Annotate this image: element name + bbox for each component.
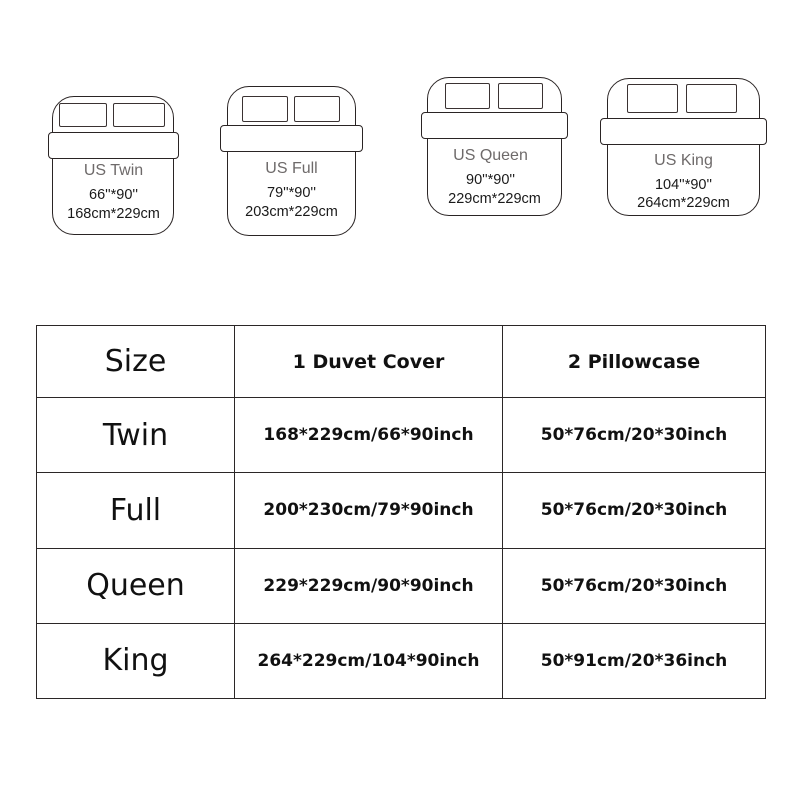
bed-diagram-queen: US Queen 90''*90'' 229cm*229cm bbox=[421, 77, 568, 216]
bed-diagram-full: US Full 79''*90'' 203cm*229cm bbox=[220, 86, 363, 236]
pillow-left bbox=[445, 83, 490, 109]
pillow-right bbox=[113, 103, 165, 127]
pillow-left bbox=[242, 96, 288, 122]
bed-diagram-king: US King 104''*90'' 264cm*229cm bbox=[600, 78, 767, 216]
table-row: Queen 229*229cm/90*90inch 50*76cm/20*30i… bbox=[36, 547, 766, 624]
row-pillowcase: 50*76cm/20*30inch bbox=[502, 397, 766, 474]
pillow-right bbox=[498, 83, 543, 109]
size-chart-table: Size 1 Duvet Cover 2 Pillowcase Twin 168… bbox=[36, 324, 766, 700]
row-size: King bbox=[36, 622, 235, 700]
bed-size-cm: 168cm*229cm bbox=[67, 206, 160, 222]
row-pillowcase: 50*76cm/20*30inch bbox=[502, 547, 766, 624]
bed-size-cm: 203cm*229cm bbox=[245, 204, 338, 220]
pillow-right bbox=[686, 84, 737, 113]
table-row: Twin 168*229cm/66*90inch 50*76cm/20*30in… bbox=[36, 397, 766, 474]
row-duvet: 229*229cm/90*90inch bbox=[234, 547, 503, 624]
row-duvet: 200*230cm/79*90inch bbox=[234, 472, 503, 549]
pillow-right bbox=[294, 96, 340, 122]
header-pillowcase: 2 Pillowcase bbox=[502, 324, 766, 399]
bed-size-inches: 79''*90'' bbox=[267, 185, 316, 201]
table-header-row: Size 1 Duvet Cover 2 Pillowcase bbox=[36, 324, 766, 399]
row-pillowcase: 50*76cm/20*30inch bbox=[502, 472, 766, 549]
duvet-fold bbox=[48, 132, 179, 159]
row-duvet: 264*229cm/104*90inch bbox=[234, 622, 503, 700]
row-duvet: 168*229cm/66*90inch bbox=[234, 397, 503, 474]
bed-size-inches: 90''*90'' bbox=[466, 172, 515, 188]
table-row: King 264*229cm/104*90inch 50*91cm/20*36i… bbox=[36, 622, 766, 700]
row-size: Queen bbox=[36, 547, 235, 624]
bed-size-cm: 229cm*229cm bbox=[448, 191, 541, 207]
duvet-fold bbox=[421, 112, 568, 139]
bed-size-name: US King bbox=[654, 152, 713, 169]
bed-diagram-twin: US Twin 66''*90'' 168cm*229cm bbox=[48, 96, 179, 235]
bed-size-inches: 66''*90'' bbox=[89, 187, 138, 203]
bed-size-name: US Queen bbox=[453, 147, 528, 164]
table-row: Full 200*230cm/79*90inch 50*76cm/20*30in… bbox=[36, 472, 766, 549]
row-size: Full bbox=[36, 472, 235, 549]
bed-size-name: US Full bbox=[265, 160, 318, 177]
header-size: Size bbox=[36, 324, 235, 399]
pillow-left bbox=[59, 103, 107, 127]
row-size: Twin bbox=[36, 397, 235, 474]
header-duvet-cover: 1 Duvet Cover bbox=[234, 324, 503, 399]
bed-size-cm: 264cm*229cm bbox=[637, 195, 730, 211]
bed-size-inches: 104''*90'' bbox=[654, 177, 713, 193]
row-pillowcase: 50*91cm/20*36inch bbox=[502, 622, 766, 700]
duvet-fold bbox=[600, 118, 767, 145]
bed-size-name: US Twin bbox=[83, 162, 144, 179]
duvet-fold bbox=[220, 125, 363, 152]
pillow-left bbox=[627, 84, 678, 113]
